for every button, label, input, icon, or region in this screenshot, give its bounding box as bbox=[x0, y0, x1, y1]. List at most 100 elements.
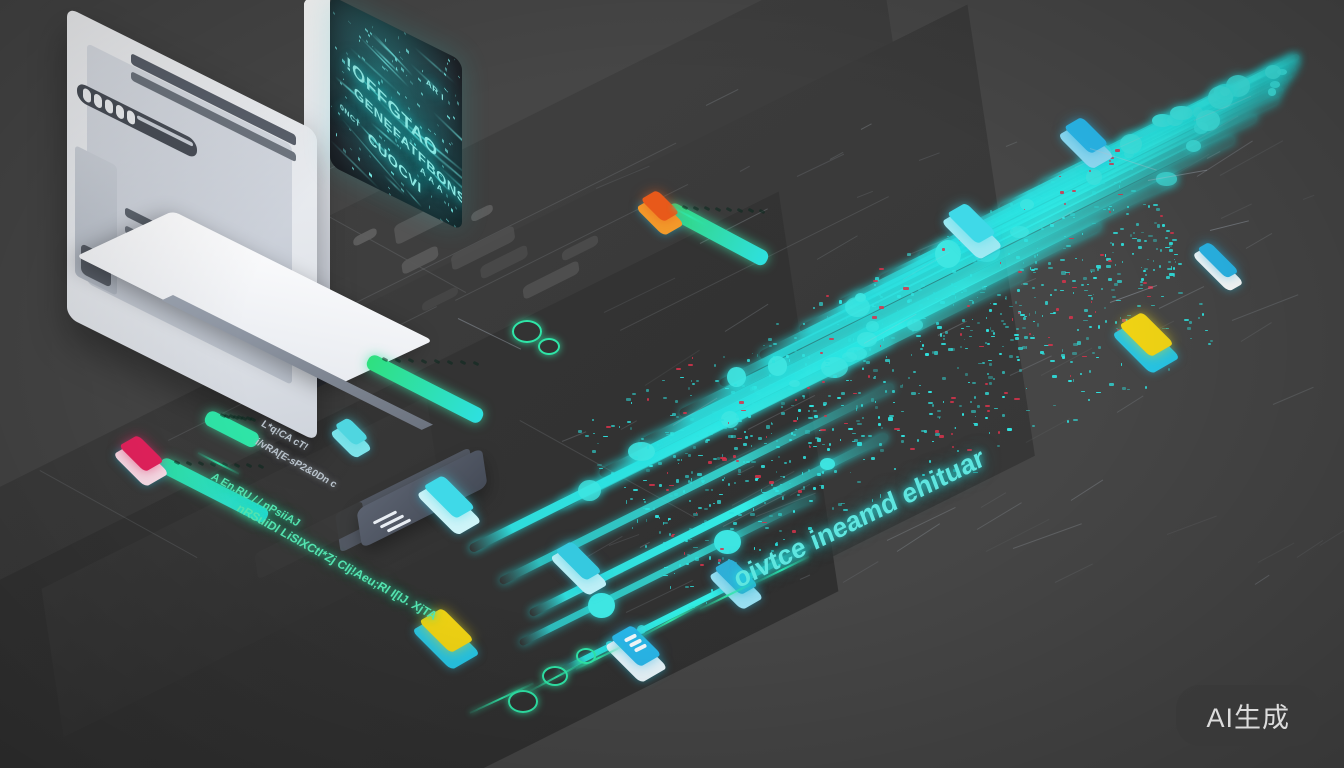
data-speck bbox=[773, 343, 777, 345]
data-speck bbox=[781, 406, 783, 409]
data-speck bbox=[845, 318, 848, 321]
data-speck bbox=[716, 500, 722, 504]
data-speck bbox=[1008, 355, 1014, 358]
teal-cluster-node[interactable] bbox=[329, 417, 373, 459]
data-speck bbox=[916, 439, 919, 443]
red-speck bbox=[700, 564, 705, 567]
data-speck bbox=[593, 432, 596, 435]
data-speck bbox=[657, 462, 663, 465]
data-speck bbox=[1091, 352, 1095, 355]
data-speck bbox=[1070, 361, 1073, 363]
data-speck bbox=[1143, 268, 1149, 270]
data-speck bbox=[1060, 353, 1065, 358]
data-speck bbox=[759, 549, 762, 552]
data-speck bbox=[1131, 168, 1134, 171]
data-speck bbox=[748, 414, 751, 418]
data-speck bbox=[847, 338, 851, 342]
red-speck bbox=[669, 484, 675, 487]
red-speck bbox=[950, 396, 956, 399]
red-speck bbox=[707, 461, 712, 464]
data-speck bbox=[775, 446, 781, 449]
data-speck bbox=[885, 359, 891, 363]
data-speck bbox=[1172, 273, 1176, 277]
cyan-chip-upper[interactable] bbox=[1057, 116, 1115, 170]
data-speck bbox=[668, 532, 671, 536]
data-speck bbox=[1138, 287, 1143, 290]
data-speck bbox=[1139, 281, 1143, 284]
data-speck bbox=[771, 422, 773, 426]
data-speck bbox=[734, 427, 737, 431]
data-speck bbox=[1104, 319, 1107, 324]
data-speck bbox=[686, 563, 689, 566]
data-speck bbox=[754, 389, 759, 393]
data-speck bbox=[673, 455, 676, 458]
data-speck bbox=[971, 318, 973, 321]
data-speck bbox=[1016, 359, 1021, 361]
data-speck bbox=[828, 442, 831, 446]
whisker-line bbox=[1040, 347, 1093, 377]
data-speck bbox=[932, 292, 936, 294]
data-speck bbox=[1098, 345, 1101, 350]
data-speck bbox=[1062, 248, 1067, 250]
data-speck bbox=[821, 471, 824, 475]
cyan-chip-top[interactable] bbox=[940, 202, 1004, 260]
data-speck bbox=[889, 415, 894, 417]
stream-blob bbox=[866, 320, 880, 333]
data-speck bbox=[1014, 337, 1019, 341]
orange-emitter-node[interactable] bbox=[635, 189, 685, 237]
whisker-line bbox=[1166, 515, 1217, 536]
data-speck bbox=[1073, 378, 1075, 382]
data-speck bbox=[653, 507, 655, 510]
data-speck bbox=[870, 457, 876, 461]
data-speck bbox=[1095, 357, 1099, 359]
data-speck bbox=[906, 253, 911, 256]
whisker-line bbox=[1158, 286, 1204, 310]
stream-blob bbox=[1155, 172, 1177, 186]
data-speck bbox=[872, 305, 876, 308]
stream-blob bbox=[820, 457, 836, 470]
data-speck bbox=[1026, 346, 1028, 349]
whisker-line bbox=[1302, 194, 1314, 200]
data-speck bbox=[760, 396, 765, 400]
data-speck bbox=[1135, 223, 1140, 227]
cyan-fan-node[interactable] bbox=[549, 540, 609, 597]
red-speck bbox=[1160, 215, 1163, 217]
cyan-slab-node[interactable] bbox=[416, 475, 482, 536]
pink-emitter-node[interactable] bbox=[112, 434, 170, 488]
data-speck bbox=[618, 425, 621, 428]
data-speck bbox=[875, 401, 877, 404]
red-speck bbox=[1069, 237, 1074, 240]
data-speck bbox=[861, 435, 865, 438]
data-speck bbox=[723, 410, 728, 413]
data-speck bbox=[719, 418, 724, 422]
stream-blob bbox=[720, 410, 739, 428]
data-speck bbox=[684, 452, 689, 455]
data-speck bbox=[808, 410, 811, 412]
data-speck bbox=[971, 410, 976, 413]
blue-capsule-node[interactable] bbox=[1191, 241, 1245, 292]
data-speck bbox=[1174, 261, 1177, 263]
yellow-node-right[interactable] bbox=[1111, 311, 1181, 375]
data-speck bbox=[1186, 327, 1192, 331]
data-speck bbox=[750, 513, 756, 516]
data-speck bbox=[987, 359, 992, 362]
data-speck bbox=[911, 329, 914, 332]
data-speck bbox=[900, 384, 904, 388]
data-speck bbox=[662, 396, 667, 400]
data-speck bbox=[1084, 290, 1089, 292]
data-speck bbox=[1113, 181, 1117, 184]
data-speck bbox=[1172, 239, 1177, 241]
data-speck bbox=[1210, 340, 1213, 343]
data-speck bbox=[1041, 352, 1045, 355]
data-speck bbox=[859, 512, 861, 517]
data-speck bbox=[1076, 341, 1081, 345]
stream-blob bbox=[906, 318, 924, 331]
data-speck bbox=[814, 437, 819, 439]
data-speck bbox=[929, 412, 933, 415]
data-speck bbox=[962, 412, 965, 416]
data-speck bbox=[883, 380, 887, 384]
red-speck bbox=[765, 436, 768, 439]
data-speck bbox=[723, 426, 728, 429]
tab-dot-1 bbox=[83, 86, 91, 104]
